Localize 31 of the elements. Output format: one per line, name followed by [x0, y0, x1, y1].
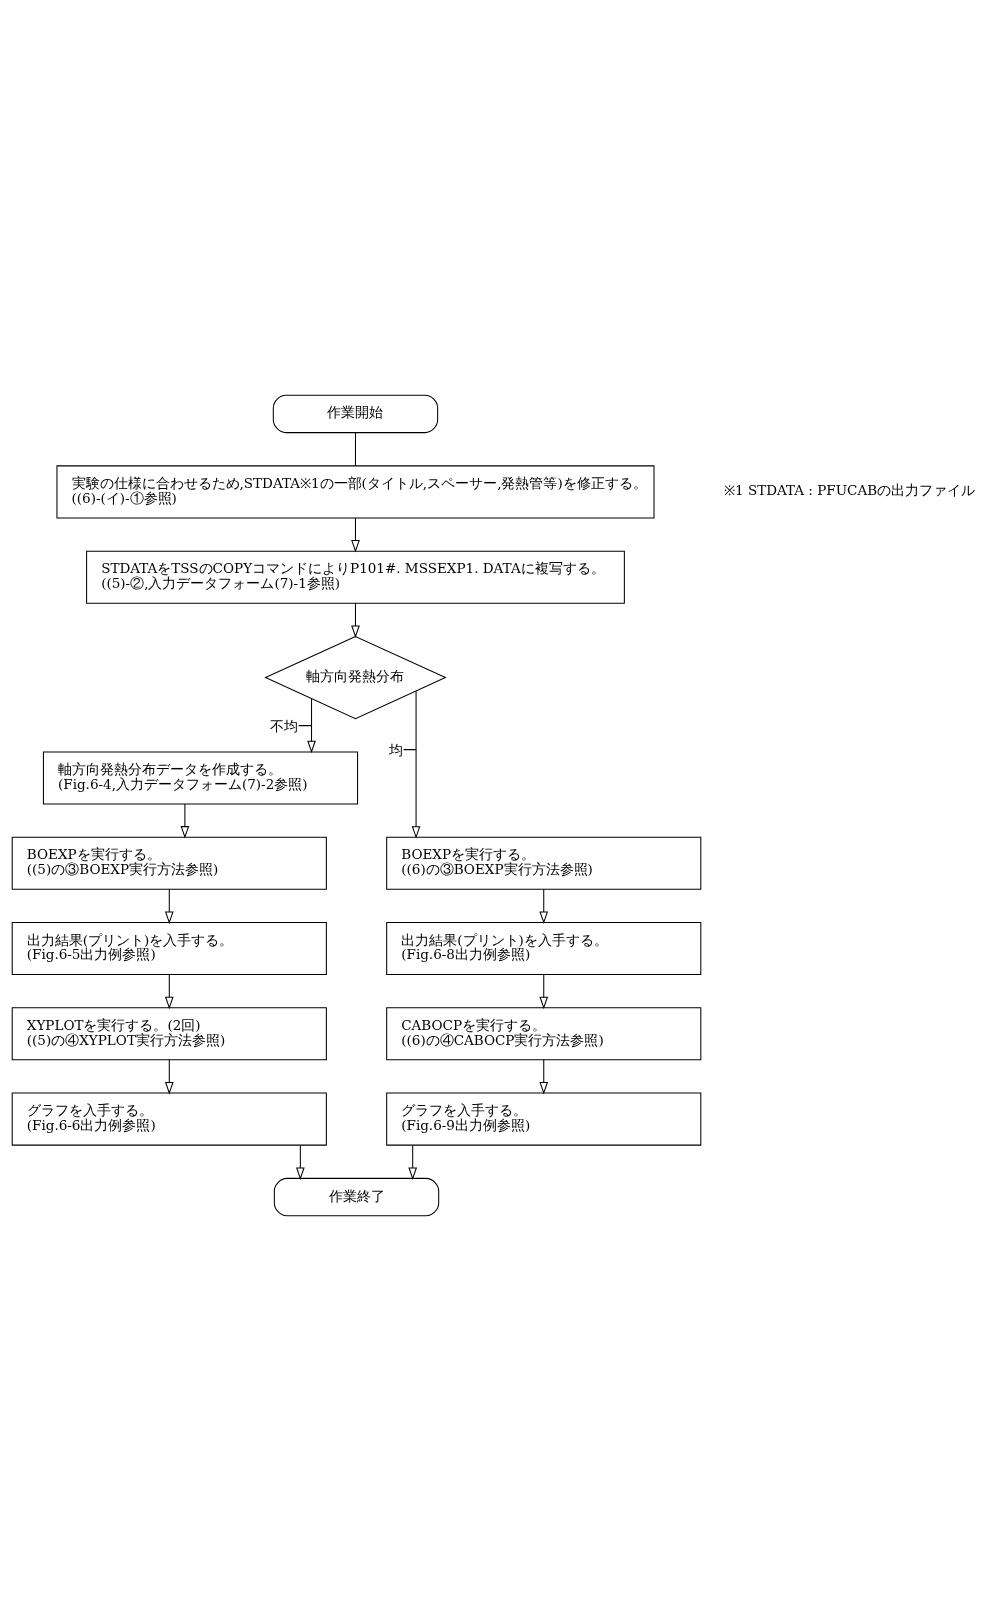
connector [354, 432, 356, 467]
node-box: 作業開始 [272, 394, 439, 434]
edge-label: 不均一 [270, 717, 313, 734]
arrow [539, 974, 549, 1010]
node-box: XYPLOTを実行する。(2回) ((5)の④XYPLOT実行方法参照) [11, 1007, 327, 1061]
node-box: 出力結果(プリント)を入手する。 (Fig.6-5出力例参照) [11, 922, 327, 976]
arrow [539, 1059, 549, 1095]
label: ※1 STDATA : PFUCABの出力ファイル [724, 482, 976, 499]
node-box: 実験の仕様に合わせるため,STDATA※1の一部(タイトル,スペーサー,発熱管等)を修正する。 ((6)-(イ)-①参照) [56, 465, 655, 519]
arrow [180, 803, 190, 839]
edge-label: 均一 [388, 742, 417, 759]
arrow [295, 1145, 305, 1180]
arrow [411, 690, 421, 839]
arrow [164, 888, 174, 924]
node-box: グラフを入手する。 (Fig.6-9出力例参照) [386, 1092, 702, 1146]
arrow [539, 888, 549, 924]
node-box: グラフを入手する。 (Fig.6-6出力例参照) [11, 1092, 327, 1146]
node-box: BOEXPを実行する。 ((5)の③BOEXP実行方法参照) [11, 836, 327, 890]
node-box: STDATAをTSSのCOPYコマンドによりP101#. MSSEXP1. DATAに複写する。 ((5)-②,入力データフォーム(7)-1参照) [86, 550, 625, 604]
node-box: 出力結果(プリント)を入手する。 (Fig.6-8出力例参照) [386, 922, 702, 976]
arrow [408, 1145, 418, 1180]
arrow [351, 517, 360, 553]
arrow [164, 1059, 174, 1095]
node-box: CABOCPを実行する。 ((6)の④CABOCP実行方法参照) [386, 1007, 702, 1061]
arrow [351, 602, 360, 638]
node-diamond: 軸方向発熱分布 [264, 635, 447, 720]
node-box: 軸方向発熱分布データを作成する。 (Fig.6-4,入力データフォーム(7)-2参照) [42, 751, 359, 805]
node-box: BOEXPを実行する。 ((6)の③BOEXP実行方法参照) [386, 836, 702, 890]
arrow [307, 698, 316, 754]
node-box: 作業終了 [273, 1177, 440, 1217]
arrow [164, 974, 174, 1010]
